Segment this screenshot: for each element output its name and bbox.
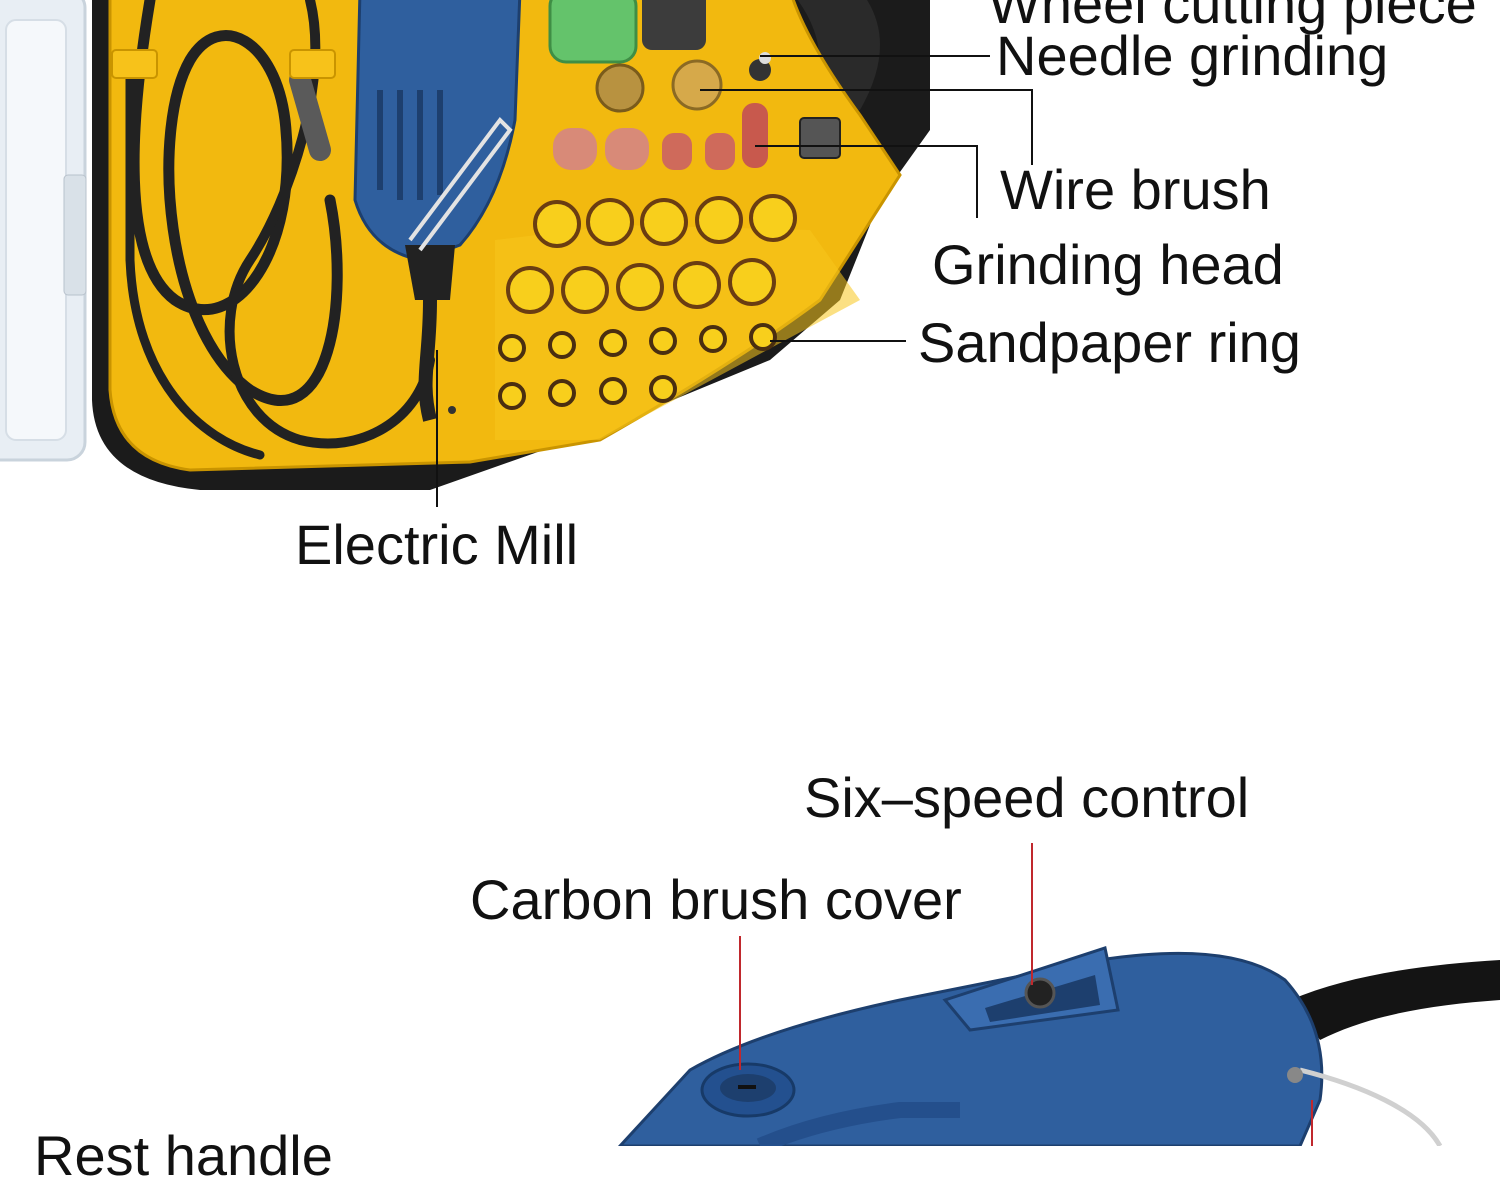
product-photo bbox=[0, 0, 1500, 1146]
sandpaper-rings bbox=[448, 323, 777, 414]
label-needle-grinding: Needle grinding bbox=[996, 24, 1389, 87]
leader-lines-top bbox=[436, 55, 1033, 507]
yellow-clips bbox=[111, 49, 336, 79]
clear-case-lid bbox=[0, 0, 87, 462]
label-six-speed-control: Six–speed control bbox=[804, 766, 1250, 829]
flexible-shaft bbox=[125, 0, 435, 460]
sanding-drums bbox=[506, 194, 797, 314]
leader-lines-bottom bbox=[739, 843, 1313, 1146]
label-wheel-cutting-piece: Wheel cutting piece bbox=[988, 0, 1477, 35]
label-partial-bottom: Rest handle bbox=[34, 1124, 333, 1187]
label-grinding-head: Grinding head bbox=[932, 233, 1284, 296]
label-carbon-brush-cover: Carbon brush cover bbox=[470, 868, 962, 931]
rotary-tool-closeup bbox=[617, 946, 1500, 1146]
accessories bbox=[548, 0, 841, 170]
label-sandpaper-ring: Sandpaper ring bbox=[918, 311, 1301, 374]
label-electric-mill: Electric Mill bbox=[295, 513, 579, 576]
label-wire-brush: Wire brush bbox=[1000, 158, 1271, 221]
rotary-tool-in-case bbox=[353, 0, 522, 422]
